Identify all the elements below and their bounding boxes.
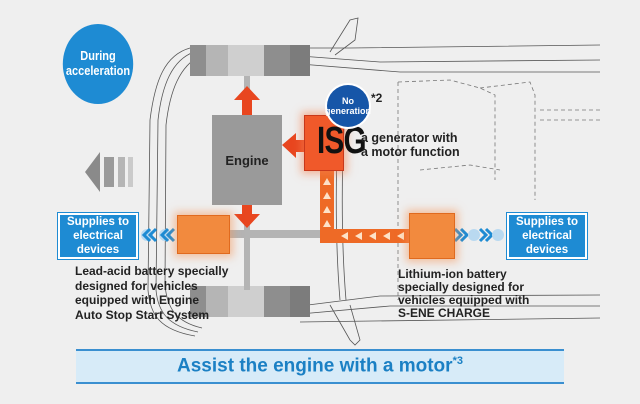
footnote-3: *3 bbox=[452, 355, 463, 368]
lead-acid-line: Lead-acid battery specially bbox=[75, 264, 229, 278]
lead-acid-label: Lead-acid battery specially designed for… bbox=[75, 264, 228, 322]
lead-acid-line: Auto Stop Start System bbox=[75, 307, 210, 322]
footer-text: Assist the engine with a motor*3 bbox=[177, 355, 463, 377]
mode-badge-line1: During bbox=[80, 49, 116, 63]
footer-main: Assist the engine with a motor bbox=[177, 355, 453, 377]
footer-banner: Assist the engine with a motor*3 bbox=[76, 349, 564, 384]
lithium-line: vehicles equipped with bbox=[398, 293, 530, 307]
mode-badge: During acceleration bbox=[62, 24, 134, 104]
supply-left-line1: Supplies to bbox=[67, 216, 129, 228]
mode-badge-line2: acceleration bbox=[65, 64, 131, 78]
lithium-ion-label: Lithium-ion battery specially designed f… bbox=[398, 268, 529, 320]
flow-chevrons-right bbox=[453, 227, 504, 243]
isg-desc-line2: a motor function bbox=[361, 145, 460, 159]
supply-right-line1: Supplies to bbox=[516, 216, 578, 228]
flow-chevrons-left bbox=[141, 227, 176, 243]
status-line2: generation bbox=[325, 106, 372, 116]
engine-block: Engine bbox=[212, 115, 282, 205]
supply-box-left: Supplies to electrical devices bbox=[57, 212, 139, 260]
lithium-line: S-ENE CHARGE bbox=[398, 306, 491, 320]
status-line1: No bbox=[342, 96, 354, 106]
supply-box-right: Supplies to electrical devices bbox=[506, 212, 588, 260]
lead-acid-line: designed for vehicles bbox=[75, 278, 198, 293]
engine-label: Engine bbox=[225, 152, 269, 168]
direction-arrow-icon bbox=[85, 152, 133, 192]
isg-desc-line1: a generator with bbox=[361, 131, 458, 145]
lithium-ion-battery bbox=[409, 213, 455, 259]
supply-left-line2: electrical devices bbox=[73, 230, 123, 256]
supply-right-line2: electrical devices bbox=[522, 230, 572, 256]
lithium-line: specially designed for bbox=[398, 280, 525, 294]
lead-acid-battery bbox=[177, 215, 230, 254]
generation-status-badge: No generation bbox=[325, 85, 372, 127]
isg-label: ISG bbox=[317, 120, 367, 162]
lead-acid-line: equipped with Engine bbox=[75, 293, 199, 307]
lithium-line: Lithium-ion battery bbox=[398, 267, 507, 281]
isg-description: a generator with a motor function bbox=[361, 131, 460, 159]
footnote-2: *2 bbox=[371, 91, 383, 105]
